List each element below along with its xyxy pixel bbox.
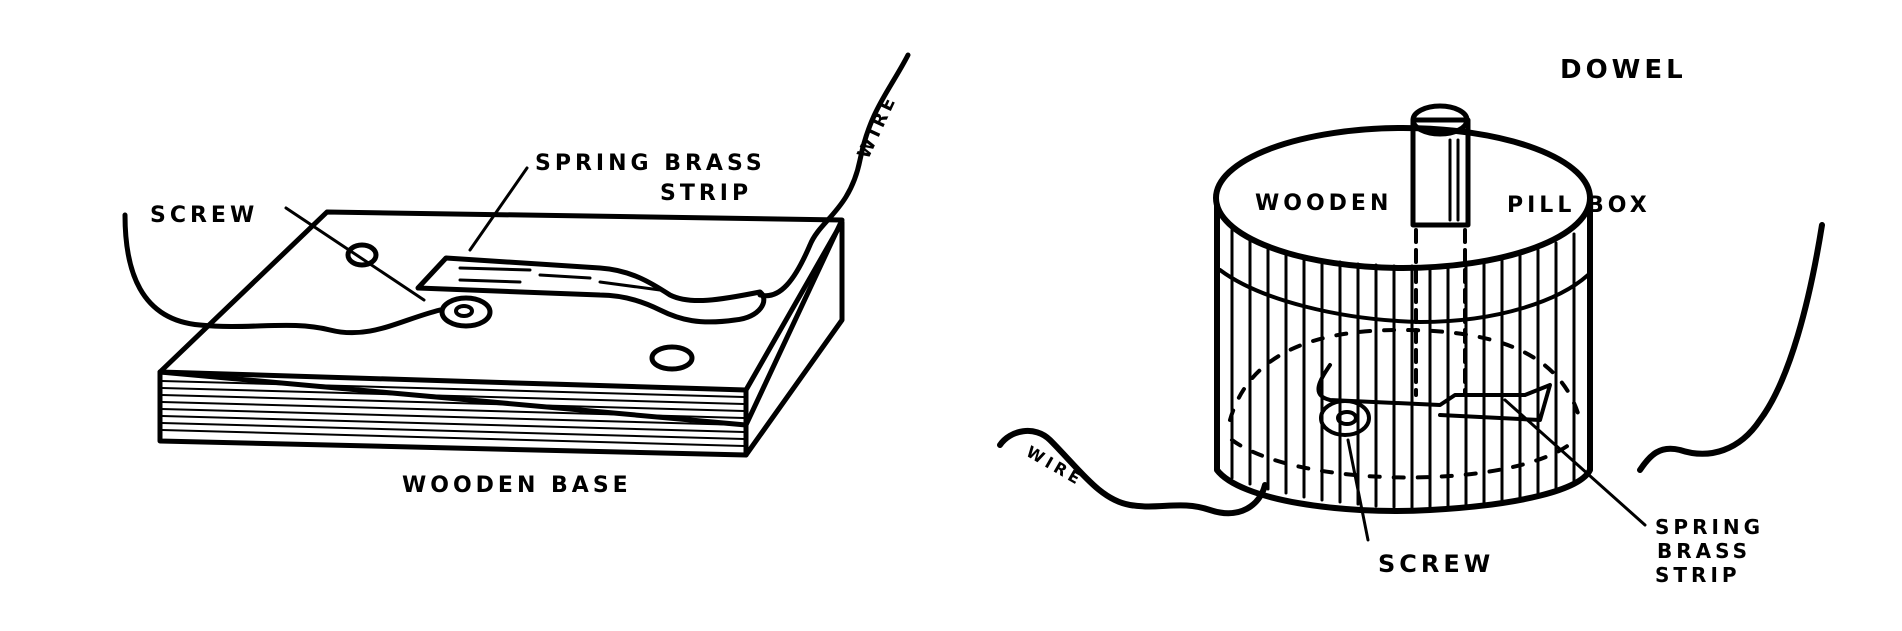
- inner-screw: [1319, 399, 1371, 437]
- dowel: [1410, 103, 1471, 397]
- pill-box-ribs: [1230, 228, 1576, 510]
- label-spring-brass-strip-line2: STRIP: [660, 181, 752, 206]
- label-wooden-base: WOODEN BASE: [402, 473, 632, 498]
- strip-leader: [468, 166, 529, 252]
- wire-right: [757, 52, 911, 299]
- strip-leader-right: [1503, 398, 1647, 527]
- wire-left-right-fig: [997, 427, 1268, 517]
- label-screw-right-fig: SCREW: [1378, 550, 1494, 578]
- screw-leader: [284, 206, 426, 302]
- wooden-base-side: [743, 219, 845, 458]
- label-screw: SCREW: [150, 203, 258, 228]
- inner-spring-brass-strip: [1316, 363, 1552, 422]
- hole-bottom: [649, 344, 695, 372]
- label-pill-box: PILL BOX: [1507, 193, 1651, 218]
- screw-head: [439, 295, 493, 329]
- label-wooden: WOODEN: [1255, 191, 1392, 216]
- label-strip: STRIP: [1655, 563, 1741, 587]
- wire-right-right-fig: [1637, 222, 1825, 473]
- screw-leader-right: [1346, 438, 1370, 542]
- screw-center: [454, 304, 474, 318]
- inner-screw-center: [1336, 410, 1358, 426]
- pill-box-figure: DOWEL WOODEN PILL BOX WIRE SCREW SPRING …: [997, 55, 1825, 587]
- label-spring-brass-strip-line1: SPRING BRASS: [535, 151, 766, 176]
- wooden-base-front: [157, 369, 749, 458]
- label-dowel: DOWEL: [1560, 55, 1687, 85]
- flat-switch-figure: SCREW SPRING BRASS STRIP WIRE WOODEN BAS…: [122, 52, 911, 498]
- label-brass: BRASS: [1657, 539, 1751, 563]
- wire-left: [122, 212, 443, 336]
- pill-box-body: [1214, 197, 1593, 514]
- pill-box-top: [1213, 125, 1593, 271]
- pill-box-lid-band: [1218, 268, 1590, 324]
- hole-top: [345, 242, 379, 268]
- pill-box-inner-dashed: [1228, 328, 1582, 480]
- label-spring: SPRING: [1655, 515, 1764, 539]
- label-wire: WIRE: [853, 91, 901, 162]
